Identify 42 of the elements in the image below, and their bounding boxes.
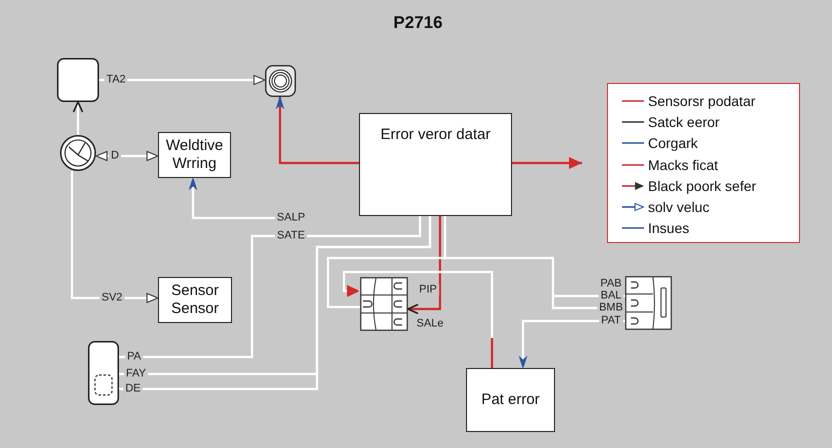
process-box: Error veror datar: [359, 113, 512, 216]
gauge-symbol: [60, 135, 96, 171]
pin-label: PAT: [599, 316, 623, 326]
device-box: [57, 58, 99, 102]
pin-label: PAB: [598, 278, 624, 290]
pin-label: SALe: [414, 318, 446, 330]
arrow: [342, 270, 494, 368]
legend-label: Corgark: [648, 135, 698, 152]
legend-label: Black poork sefer: [648, 178, 756, 194]
process-box: Weldtive Wrring: [158, 132, 231, 178]
legend-label: Satck eeror: [648, 114, 720, 130]
edge-label: D: [109, 150, 121, 162]
arrow: [407, 216, 442, 314]
legend-label: Sensorsr podatar: [648, 92, 756, 109]
pin-label: PIP: [417, 284, 439, 296]
arrow: [276, 96, 359, 164]
device-box: [88, 341, 119, 405]
arrow: [70, 171, 158, 303]
arrow: [512, 157, 582, 169]
legend-label: Macks ficat: [648, 156, 718, 173]
process-box: Sensor Sensor: [158, 277, 232, 323]
edge-label: SV2: [100, 292, 124, 304]
arrow: [519, 320, 625, 368]
connector-block: [625, 276, 672, 330]
edge-label: SALP: [274, 212, 308, 224]
arrow: [99, 75, 266, 85]
arrow: [189, 178, 277, 220]
ring-symbol: [265, 65, 296, 97]
pin-label: FAY: [124, 368, 148, 380]
arrow: [72, 101, 84, 135]
process-box: Pat error: [466, 368, 555, 432]
connector-block: [360, 277, 408, 331]
edge-label: SATE: [275, 230, 307, 242]
arrow: [96, 151, 158, 161]
edge-label: TA2: [104, 74, 128, 86]
legend-label: solv veluc: [648, 199, 710, 216]
pin-label: BAL: [598, 290, 624, 302]
pin-label: PA: [125, 352, 143, 362]
pin-label: BMB: [597, 302, 625, 314]
diagram-title: P2716: [393, 13, 443, 33]
legend-label: Insues: [648, 220, 690, 236]
pin-label: DE: [123, 384, 143, 394]
